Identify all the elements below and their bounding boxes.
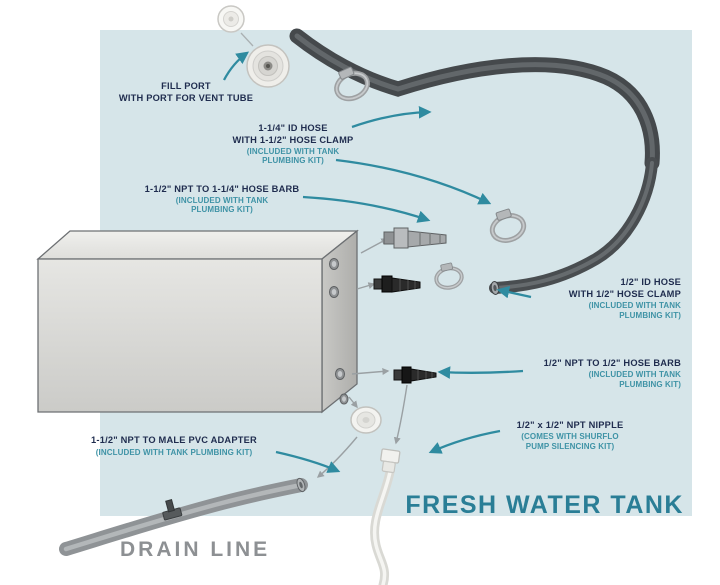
label-barb-112-note1: (INCLUDED WITH TANK xyxy=(176,196,269,205)
arrow-barb-12 xyxy=(437,366,524,379)
leader-to-drain xyxy=(316,436,358,478)
label-hose-114-line2: WITH 1-1/2" HOSE CLAMP xyxy=(233,135,354,145)
arrow-nipple xyxy=(428,429,501,454)
arrow-barb-114 xyxy=(302,195,431,223)
arrow-hose-114-top xyxy=(351,105,432,129)
label-hose-12-note1: (INCLUDED WITH TANK xyxy=(589,301,682,310)
pvc-adapter-icon xyxy=(350,406,382,434)
label-barb-12-note1: (INCLUDED WITH TANK xyxy=(589,370,682,379)
label-barb-12: 1/2" NPT TO 1/2" HOSE BARB (INCLUDED WIT… xyxy=(544,358,682,389)
leader-to-pvc-adapter xyxy=(348,396,358,409)
tank-port-lower xyxy=(335,368,345,380)
label-fill-port: FILL PORT WITH PORT FOR VENT TUBE xyxy=(119,81,253,103)
leader-lines xyxy=(316,238,408,478)
label-fill-port-line2: WITH PORT FOR VENT TUBE xyxy=(119,93,253,103)
label-pvc-adapter: 1-1/2" NPT TO MALE PVC ADAPTER (INCLUDED… xyxy=(91,435,257,457)
leader-to-barb-12 xyxy=(356,282,376,290)
drain-hose xyxy=(59,477,308,556)
pump-hose xyxy=(370,448,401,585)
tank-right-face xyxy=(321,229,358,414)
pump-hose-fitting-icon xyxy=(380,448,401,474)
label-hose-12-line1: 1/2" ID HOSE xyxy=(620,277,681,287)
arrow-fill-port xyxy=(222,51,250,81)
fill-vent-cap xyxy=(217,5,245,33)
tank-top-face xyxy=(36,230,359,260)
label-nipple-note1: (COMES WITH SHURFLO xyxy=(521,432,618,441)
leader-to-barb-114 xyxy=(360,238,389,254)
arrow-hose-114-clamp xyxy=(335,158,492,205)
label-hose-12-line2: WITH 1/2" HOSE CLAMP xyxy=(569,289,681,299)
label-pvc-adapter-line1: 1-1/2" NPT TO MALE PVC ADAPTER xyxy=(91,435,257,445)
label-nipple-note2: PUMP SILENCING KIT) xyxy=(526,442,615,451)
label-pvc-adapter-note1: (INCLUDED WITH TANK PLUMBING KIT) xyxy=(96,448,253,457)
label-barb-112-note2: PLUMBING KIT) xyxy=(191,205,253,214)
label-hose-114: 1-1/4" ID HOSE WITH 1-1/2" HOSE CLAMP (I… xyxy=(233,123,354,165)
label-barb-12-line1: 1/2" NPT TO 1/2" HOSE BARB xyxy=(544,358,681,368)
label-nipple: 1/2" x 1/2" NPT NIPPLE (COMES WITH SHURF… xyxy=(517,420,624,451)
arrow-pvc-adapter xyxy=(275,450,341,473)
label-hose-114-line1: 1-1/4" ID HOSE xyxy=(258,123,327,133)
drain-line-label: DRAIN LINE xyxy=(120,538,270,561)
tank-front-face xyxy=(37,258,323,413)
label-hose-12-note2: PLUMBING KIT) xyxy=(619,311,681,320)
leader-to-nipple xyxy=(351,367,390,375)
label-nipple-line1: 1/2" x 1/2" NPT NIPPLE xyxy=(517,420,624,430)
label-hose-114-note2: PLUMBING KIT) xyxy=(262,156,324,165)
callout-arrows xyxy=(222,51,532,473)
barb-fitting-12-icon xyxy=(373,275,421,293)
npt-nipple-icon xyxy=(393,366,437,384)
fill-cap-leader-line xyxy=(240,32,254,47)
tank-port-upper xyxy=(329,258,339,270)
label-hose-114-note1: (INCLUDED WITH TANK xyxy=(247,147,340,156)
tank-port-mid xyxy=(329,286,339,298)
diagram-title: FRESH WATER TANK xyxy=(405,491,684,519)
arrow-hose-12 xyxy=(496,285,532,299)
hose-clamp-3-icon xyxy=(434,262,464,290)
fill-port-spiral xyxy=(246,44,290,88)
hose-clamp-2-icon xyxy=(489,208,527,243)
drain-valve-icon xyxy=(162,499,183,521)
leader-to-pump-hose xyxy=(393,384,408,445)
label-barb-12-note2: PLUMBING KIT) xyxy=(619,380,681,389)
label-hose-12: 1/2" ID HOSE WITH 1/2" HOSE CLAMP (INCLU… xyxy=(569,277,681,320)
barb-fitting-114-icon xyxy=(383,227,447,249)
water-tank xyxy=(36,229,359,414)
label-barb-112-line1: 1-1/2" NPT TO 1-1/4" HOSE BARB xyxy=(145,184,300,194)
hose-clamp-1-icon xyxy=(334,66,370,102)
label-barb-112: 1-1/2" NPT TO 1-1/4" HOSE BARB (INCLUDED… xyxy=(145,184,300,214)
label-fill-port-line1: FILL PORT xyxy=(161,81,211,91)
drain-hose-end xyxy=(296,477,306,493)
tank-port-bottom xyxy=(339,393,349,405)
